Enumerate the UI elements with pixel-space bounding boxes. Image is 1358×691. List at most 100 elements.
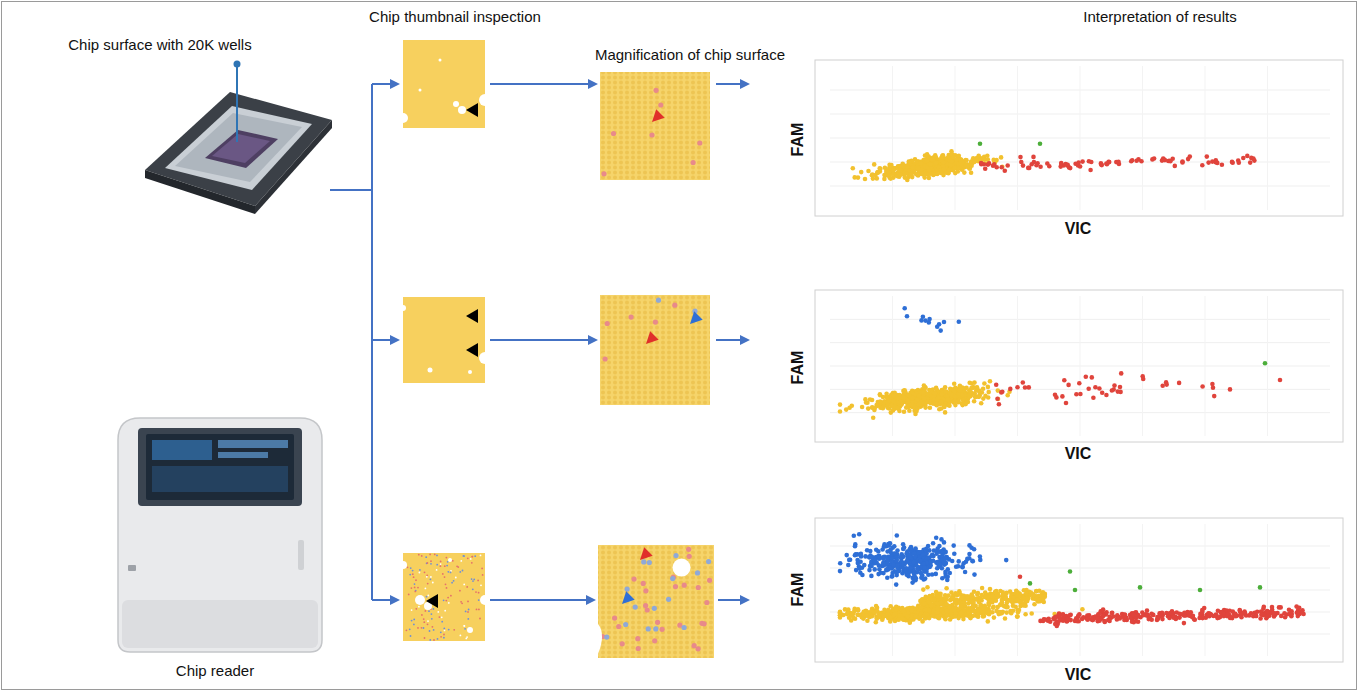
well-speck (463, 625, 465, 627)
empty-region (448, 558, 452, 562)
well-speck (459, 590, 461, 592)
well-speck (424, 637, 426, 639)
well-speck (461, 602, 463, 604)
well-speck (427, 562, 429, 564)
well-speck (431, 618, 433, 620)
positive-well (636, 646, 641, 651)
data-point (1150, 157, 1155, 162)
well-speck (414, 583, 416, 585)
well-speck (430, 560, 432, 562)
data-point (858, 570, 863, 575)
well-speck (423, 621, 425, 623)
data-point (1074, 392, 1079, 397)
data-point (1141, 377, 1146, 382)
well-speck (471, 578, 473, 580)
data-point (922, 397, 927, 402)
data-point (1026, 166, 1031, 171)
positive-well (652, 638, 657, 643)
data-point (1021, 380, 1026, 385)
data-point (877, 554, 882, 559)
data-point (894, 582, 899, 587)
data-point (838, 561, 843, 566)
positive-well (682, 625, 687, 630)
data-point (1212, 394, 1217, 399)
data-point (999, 155, 1004, 160)
data-point (1003, 169, 1008, 174)
data-point (1230, 160, 1235, 165)
data-point (877, 567, 882, 572)
positive-well (629, 315, 634, 320)
data-point (918, 559, 923, 564)
data-point (875, 171, 880, 176)
data-point (1245, 154, 1250, 159)
data-point (890, 556, 895, 561)
well-speck (446, 565, 448, 567)
data-point (838, 569, 843, 574)
well-speck (428, 610, 430, 612)
data-point (1005, 163, 1010, 168)
data-point (863, 177, 868, 182)
data-point (898, 555, 903, 560)
data-point (1078, 164, 1083, 169)
data-point (876, 572, 881, 577)
well-speck (430, 578, 432, 580)
data-point (948, 571, 953, 576)
data-point (986, 162, 991, 167)
well-speck (482, 574, 484, 576)
grid-line (1080, 296, 1081, 436)
data-point (956, 564, 961, 569)
data-point (868, 397, 873, 402)
positive-well (611, 131, 616, 136)
data-point (906, 405, 911, 410)
well-speck (423, 627, 425, 629)
data-point (970, 381, 975, 386)
well-speck (446, 557, 448, 559)
well-speck (472, 580, 474, 582)
data-point (895, 406, 900, 411)
data-point (1031, 155, 1036, 160)
data-point (1064, 401, 1069, 406)
data-point (878, 393, 883, 398)
data-point (1038, 142, 1043, 147)
grid-line (1267, 66, 1268, 210)
well-speck (463, 555, 465, 557)
data-point (851, 166, 856, 171)
well-speck (411, 587, 413, 589)
data-point (885, 396, 890, 401)
well-speck (440, 561, 442, 563)
data-point (909, 565, 914, 570)
well-speck (476, 609, 478, 611)
data-point (1086, 386, 1091, 391)
data-point (1062, 378, 1067, 383)
grid-line (1080, 66, 1081, 210)
data-point (1058, 164, 1063, 169)
data-point (1210, 159, 1215, 164)
data-point (891, 168, 896, 173)
data-point (892, 544, 897, 549)
data-point (910, 396, 915, 401)
well-speck (409, 574, 411, 576)
data-point (873, 558, 878, 563)
well-speck (462, 570, 464, 572)
positive-well (692, 643, 697, 648)
chip-thumbnail (399, 553, 490, 641)
well-speck (447, 571, 449, 573)
data-point (939, 400, 944, 405)
data-point (858, 560, 863, 565)
data-point (900, 396, 905, 401)
well-speck (421, 627, 423, 629)
data-point (935, 324, 940, 329)
data-point (902, 545, 907, 550)
well-speck (429, 630, 431, 632)
well-speck (441, 621, 443, 623)
data-point (917, 550, 922, 555)
data-point (1093, 385, 1098, 390)
data-point (906, 399, 911, 404)
positive-well (654, 88, 659, 93)
data-point (981, 396, 986, 401)
data-point (921, 314, 926, 319)
data-point (1230, 161, 1235, 166)
well-speck (453, 580, 455, 582)
data-point (943, 410, 948, 415)
well-speck (472, 588, 474, 590)
